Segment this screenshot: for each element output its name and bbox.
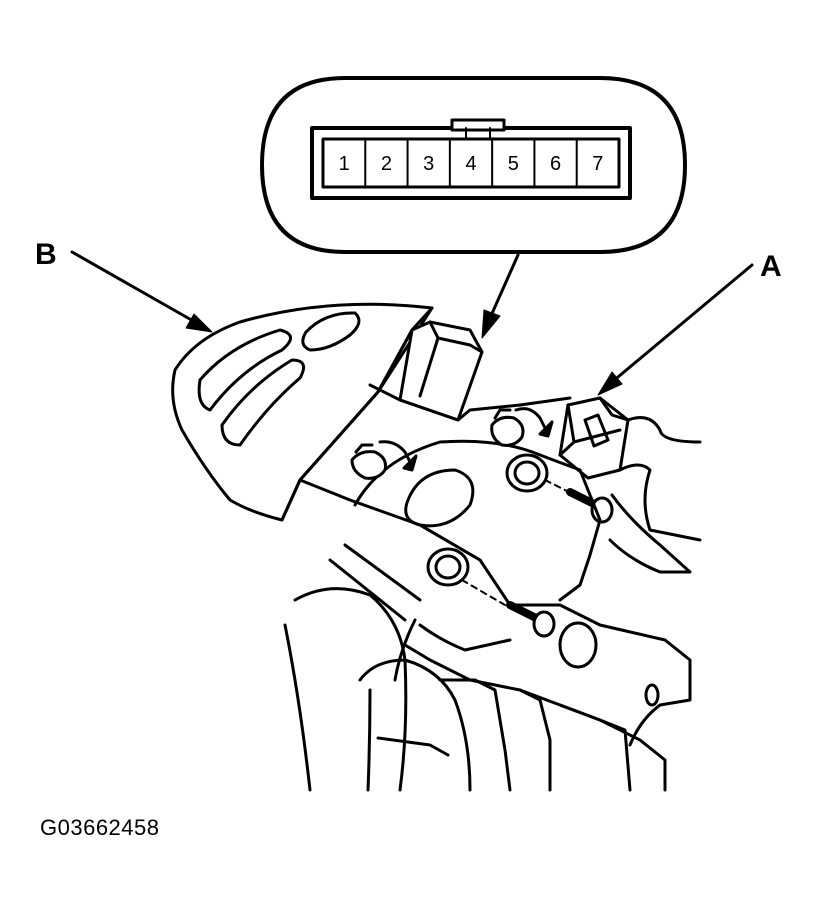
- pin-label-5: 5: [508, 153, 519, 175]
- callout-label-a: A: [760, 250, 782, 283]
- pin-labels: 1 2 3 4 5 6 7: [339, 153, 604, 175]
- pin-cells: [364, 138, 578, 188]
- pin-label-1: 1: [339, 153, 350, 175]
- connector-inset: 1 2 3 4 5 6 7: [260, 76, 687, 254]
- inset-oval: [260, 76, 687, 254]
- screw-lower: [506, 601, 556, 638]
- inset-leader-arrow: [481, 253, 520, 339]
- connector-latch: [450, 118, 506, 132]
- steering-column-cover-illustration: [171, 302, 702, 792]
- connector-pin-frame: [321, 137, 621, 189]
- pin-label-4: 4: [465, 153, 476, 175]
- callout-a-leader: [597, 263, 754, 396]
- clip-right: [490, 408, 525, 447]
- pin-label-6: 6: [550, 153, 561, 175]
- figure-id: G03662458: [40, 815, 160, 840]
- pin-label-3: 3: [423, 153, 434, 175]
- callout-label-b: B: [35, 238, 57, 271]
- clip-left: [350, 443, 387, 480]
- pin-label-2: 2: [381, 153, 392, 175]
- callout-b-leader: [70, 250, 213, 333]
- pin-label-7: 7: [592, 153, 603, 175]
